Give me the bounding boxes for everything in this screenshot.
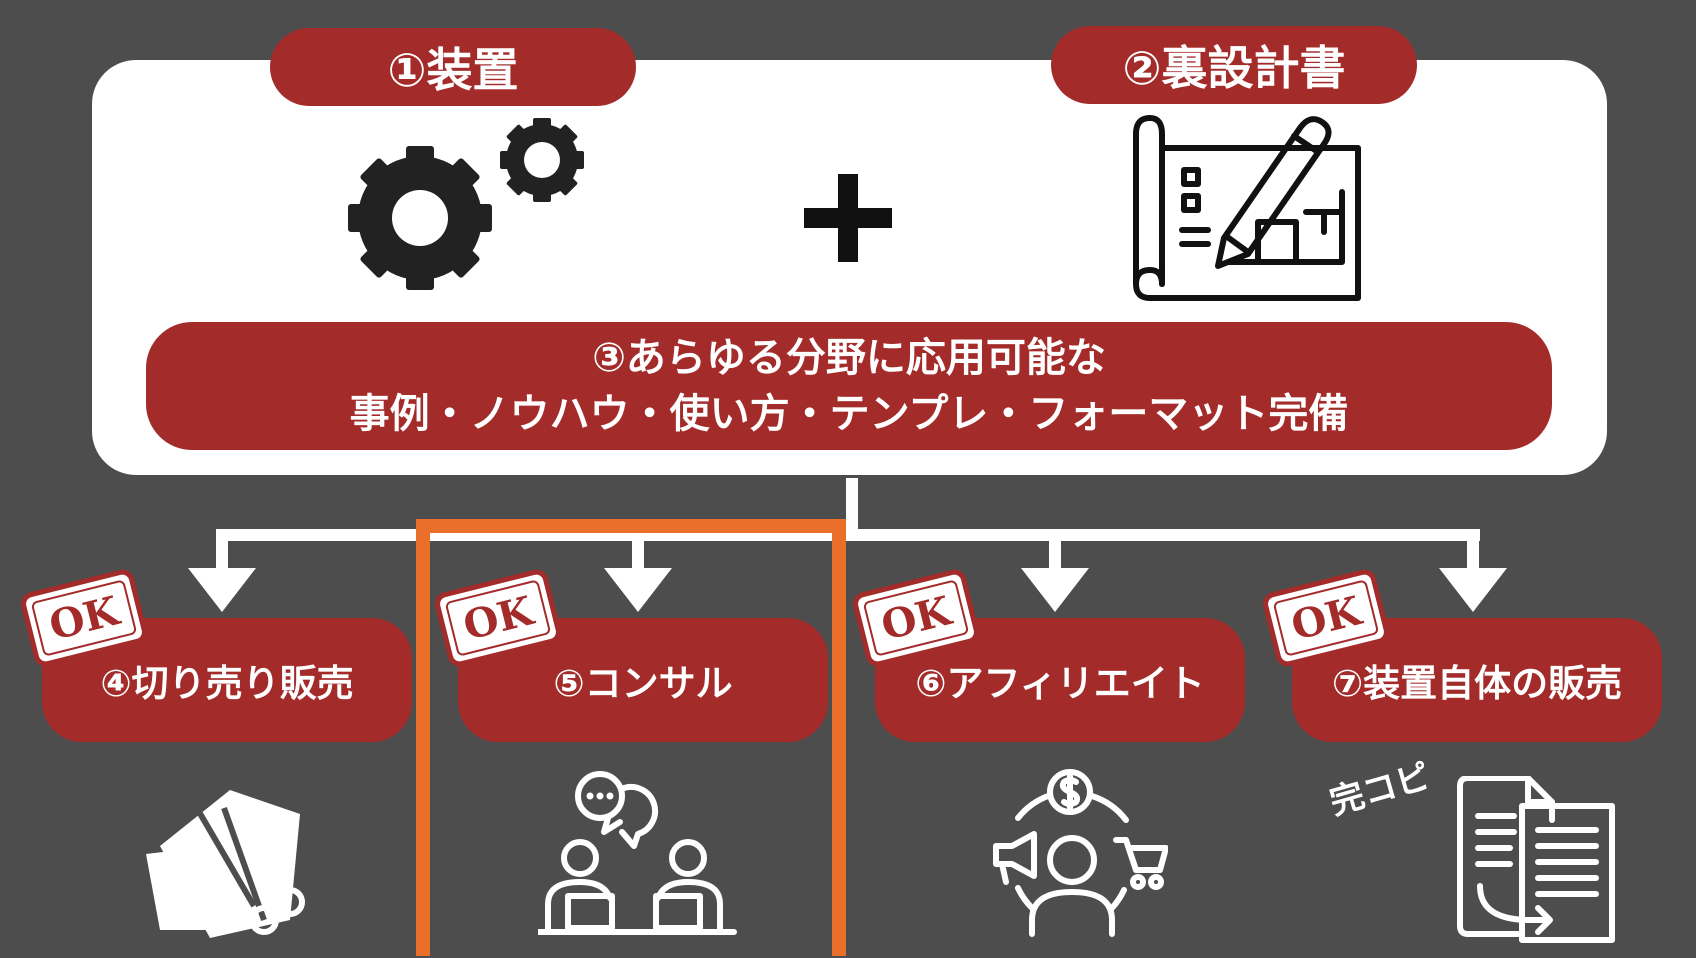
plus-icon: [804, 174, 892, 262]
blueprint-pencil-icon: [1133, 115, 1361, 301]
branch-5-label: ⑤コンサル: [458, 618, 828, 742]
copy-documents-icon: [1457, 776, 1615, 943]
banner-line-2: 事例・ノウハウ・使い方・テンプレ・フォーマット完備: [349, 391, 1349, 437]
applicability-banner: ③あらゆる分野に応用可能な 事例・ノウハウ・使い方・テンプレ・フォーマット完備: [146, 322, 1552, 450]
label-blueprint: ②裏設計書: [1051, 26, 1417, 104]
gears-icon: [348, 118, 584, 290]
banner-line-1: ③あらゆる分野に応用可能な: [592, 335, 1106, 381]
consulting-icon: [538, 771, 737, 935]
label-device: ①装置: [270, 28, 636, 106]
arrow-heads: [188, 568, 1507, 612]
paper-scissors-icon: [146, 790, 305, 938]
highlight-frame: [416, 519, 846, 956]
affiliate-icon: [993, 769, 1168, 937]
